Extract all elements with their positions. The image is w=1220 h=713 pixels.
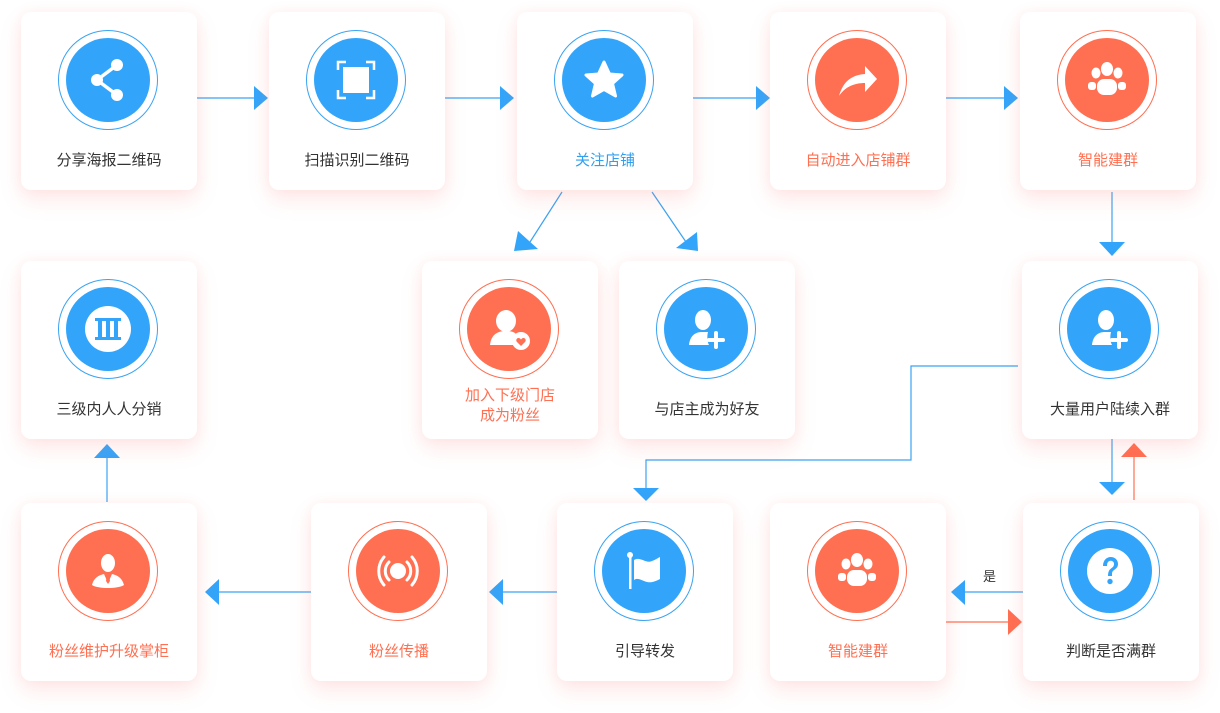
arrow-guide-to-spread [489,579,557,605]
user-add-icon [1067,287,1151,371]
arrow-check-to-usersjoin [1121,443,1147,500]
icon-ring [807,521,907,621]
node-befriend-owner[interactable]: 与店主成为好友 [619,261,795,439]
node-label: 三级内人人分销 [56,400,162,418]
icon-ring [58,279,158,379]
icon-ring [807,30,907,130]
node-label-line2: 成为粉丝 [479,406,540,424]
node-label: 粉丝维护升级掌柜 [48,642,169,660]
icon-ring [656,279,756,379]
node-guide-forward[interactable]: 引导转发 [557,503,733,681]
scan-icon [314,38,398,122]
flag-icon [602,529,686,613]
node-smart-group-bottom[interactable]: 智能建群 [770,503,946,681]
group-icon [1065,38,1149,122]
node-fan-upgrade[interactable]: 粉丝维护升级掌柜 [21,503,197,681]
yes-label: 是 [983,570,997,585]
node-label: 关注店铺 [574,151,635,169]
node-label: 自动进入店铺群 [805,151,911,169]
arrow-autojoin-to-smartgroup [946,86,1018,110]
icon-ring [459,279,559,379]
icon-ring [306,30,406,130]
icon-ring [1060,521,1160,621]
arrow-upgrade-to-threelevel [94,444,120,502]
icon-ring [348,521,448,621]
arrow-smartgroup-to-usersjoin [1099,192,1125,256]
node-label: 分享海报二维码 [56,151,162,169]
forward-icon [815,38,899,122]
node-label: 粉丝传播 [368,642,429,660]
arrow-spread-to-upgrade [205,579,311,605]
question-icon [1068,529,1152,613]
arrow-follow-to-befriend [651,191,698,251]
node-label-line1: 加入下级门店 [464,386,555,404]
node-label: 扫描识别二维码 [304,151,410,169]
arrow-smartgroup-to-check [946,609,1022,635]
node-label: 智能建群 [1077,151,1138,169]
node-label: 加入下级门店 成为粉丝 [422,385,598,425]
arrow-usersjoin-to-check [1099,439,1125,495]
node-share-poster[interactable]: 分享海报二维码 [21,12,197,190]
icon-ring [58,521,158,621]
arrow-follow-to-subscore [514,191,563,251]
node-fan-spread[interactable]: 粉丝传播 [311,503,487,681]
node-label: 大量用户陆续入群 [1049,400,1170,418]
share-icon [66,38,150,122]
user-add-icon [664,287,748,371]
star-icon [562,38,646,122]
node-label: 智能建群 [827,642,888,660]
node-label: 引导转发 [614,642,675,660]
broadcast-icon [356,529,440,613]
arrow-follow-to-autojoin [693,86,770,110]
user-heart-icon [467,287,551,371]
node-three-level[interactable]: 三级内人人分销 [21,261,197,439]
node-users-join[interactable]: 大量用户陆续入群 [1022,261,1198,439]
icon-ring [554,30,654,130]
node-label: 判断是否满群 [1065,642,1156,660]
icon-ring [58,30,158,130]
icon-ring [594,521,694,621]
arrow-share-to-scan [197,86,268,110]
roman-three-icon [66,287,150,371]
manager-icon [66,529,150,613]
node-auto-join-group[interactable]: 自动进入店铺群 [770,12,946,190]
node-check-full[interactable]: 判断是否满群 [1023,503,1199,681]
node-follow-store[interactable]: 关注店铺 [517,12,693,190]
group-icon [815,529,899,613]
node-scan-qr[interactable]: 扫描识别二维码 [269,12,445,190]
node-label: 与店主成为好友 [654,400,760,418]
icon-ring [1057,30,1157,130]
node-smart-group-top[interactable]: 智能建群 [1020,12,1196,190]
arrow-scan-to-follow [445,86,514,110]
icon-ring [1059,279,1159,379]
node-join-sub-store[interactable]: 加入下级门店 成为粉丝 [422,261,598,439]
